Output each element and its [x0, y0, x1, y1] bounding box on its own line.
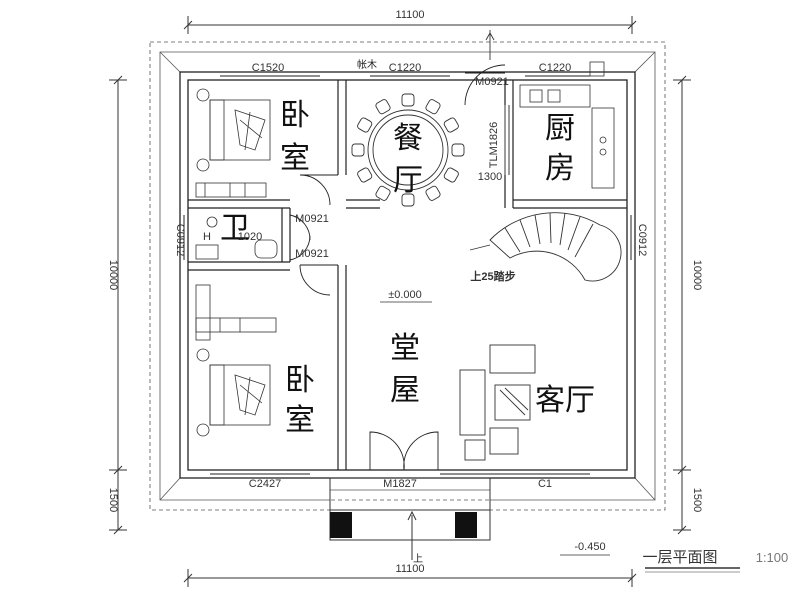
- room-hall-1: 堂: [390, 332, 420, 365]
- dim-left-main: 10000: [107, 260, 119, 291]
- label-c1: C1: [538, 478, 552, 490]
- room-living: 客厅: [535, 384, 595, 417]
- dining-chair: [375, 99, 391, 115]
- porch-columns: [330, 512, 477, 538]
- label-c1520: C1520: [252, 62, 284, 74]
- label-tlm1826: TLM1826: [488, 122, 500, 168]
- kitchen-fixtures: [519, 61, 615, 189]
- label-c0912-right: C0912: [636, 224, 648, 256]
- dining-table: [351, 93, 465, 207]
- dining-chair: [425, 99, 441, 115]
- dim-top: 11100: [396, 9, 425, 21]
- dimension-lines: [109, 16, 691, 587]
- doors: [289, 64, 510, 471]
- dining-chair: [401, 193, 415, 207]
- room-hall-2: 屋: [390, 374, 420, 407]
- eave-outline: [149, 41, 666, 511]
- dim-right-main: 10000: [691, 260, 703, 291]
- label-stair-note: 上25踏步: [470, 269, 515, 283]
- label-outside-elev: -0.450: [574, 541, 605, 553]
- label-c2427: C2427: [249, 478, 281, 490]
- room-kitchen-2: 房: [545, 152, 575, 185]
- axis-marker-top: [485, 30, 495, 60]
- label-m0921-bath-lower: M0921: [295, 248, 329, 260]
- label-c1220-dining: C1220: [389, 62, 421, 74]
- dim-left-porch: 1500: [107, 488, 119, 512]
- room-dining-1: 餐: [393, 122, 423, 155]
- label-c0912-left: C0912: [174, 224, 186, 256]
- label-m1827: M1827: [383, 478, 417, 490]
- sofa-set: [459, 344, 536, 461]
- label-w1300: 1300: [478, 171, 502, 183]
- dining-chair: [375, 185, 391, 201]
- label-bath-code: 1020: [238, 231, 262, 243]
- spiral-staircase: [469, 212, 622, 282]
- porch: [329, 477, 491, 560]
- room-kitchen-1: 厨: [545, 112, 575, 145]
- dining-chair: [443, 117, 459, 133]
- dining-chair: [451, 143, 465, 157]
- label-c1220-kitchen: C1220: [539, 62, 571, 74]
- dim-right-porch: 1500: [691, 488, 703, 512]
- room-bathroom: 卫: [220, 212, 250, 245]
- label-gui-mu: 帐木: [357, 58, 377, 71]
- room-bedroom-top-1: 卧: [280, 99, 310, 132]
- label-h: H: [203, 231, 211, 243]
- label-m0921-top: M0921: [475, 76, 509, 88]
- dining-chair: [425, 185, 441, 201]
- room-dining-2: 厅: [393, 164, 423, 197]
- bed-top: [195, 88, 271, 198]
- bathroom-fixtures: [195, 216, 278, 260]
- label-m0921-bath-upper: M0921: [295, 213, 329, 225]
- dining-chair: [443, 167, 459, 183]
- dining-chair: [357, 117, 373, 133]
- room-bedroom-bottom-2: 室: [285, 404, 315, 437]
- windows: [183, 75, 632, 475]
- label-elevation: ±0.000: [388, 289, 422, 301]
- interior-walls: [188, 80, 627, 470]
- drawing-scale: 1:100: [756, 550, 789, 565]
- dining-chair: [401, 93, 415, 107]
- bed-bottom: [195, 284, 277, 437]
- label-up-arrow: 上: [413, 553, 423, 565]
- dining-chair: [351, 143, 365, 157]
- room-bedroom-top-2: 室: [280, 142, 310, 175]
- drawing-title: 一层平面图: [642, 549, 717, 566]
- dining-chair: [357, 167, 373, 183]
- room-bedroom-bottom-1: 卧: [285, 364, 315, 397]
- dim-bottom: 11100: [396, 563, 425, 575]
